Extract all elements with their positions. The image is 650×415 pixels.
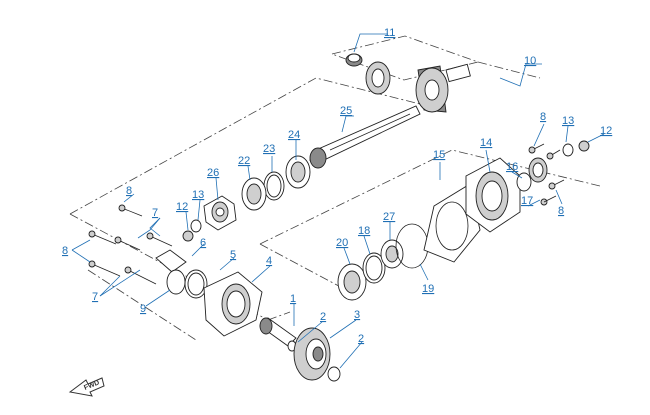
callout-23[interactable]: 23	[263, 143, 275, 155]
callout-22[interactable]: 22	[238, 155, 250, 167]
part-20-bearing	[337, 263, 367, 301]
callout-7-upper[interactable]: 7	[152, 207, 158, 219]
callout-18[interactable]: 18	[358, 225, 370, 237]
part-17-bolt	[540, 195, 557, 206]
part-5-o-ring	[184, 269, 208, 299]
callout-14[interactable]: 14	[480, 137, 492, 149]
callout-6[interactable]: 6	[200, 237, 206, 249]
callout-25[interactable]: 25	[340, 105, 352, 117]
part-23-snap-ring	[263, 171, 285, 201]
callout-11[interactable]: 11	[384, 27, 395, 39]
part-13-washer-left	[190, 219, 202, 233]
callout-17[interactable]: 17	[521, 195, 533, 207]
part-4-housing	[203, 271, 263, 337]
callout-20[interactable]: 20	[336, 237, 348, 249]
callout-leaders	[71, 33, 605, 369]
part-27-oil-seal	[380, 239, 404, 269]
part-12-bolt-right	[578, 140, 590, 152]
callout-2-lower[interactable]: 2	[358, 333, 364, 345]
callout-5[interactable]: 5	[230, 249, 236, 261]
part-1-pinion-shaft	[259, 317, 297, 347]
callout-8-top-left[interactable]: 8	[126, 185, 132, 197]
part-26-flange	[203, 195, 237, 231]
callout-8-right[interactable]: 8	[558, 205, 564, 217]
callout-9[interactable]: 9	[140, 303, 146, 315]
callout-15[interactable]: 15	[433, 149, 445, 161]
part-right-bearing	[528, 157, 548, 183]
callout-2-upper[interactable]: 2	[320, 311, 326, 323]
part-18-snap-ring	[362, 252, 386, 284]
part-14-cover	[465, 157, 521, 233]
part-6-bracket	[155, 249, 187, 273]
part-12-bolt-left	[182, 230, 194, 242]
callout-7-lower[interactable]: 7	[92, 291, 98, 303]
callout-24[interactable]: 24	[288, 129, 300, 141]
part-22-oil-seal	[241, 177, 267, 211]
part-10-bevel-gear-set	[365, 61, 471, 113]
part-16-seal	[516, 172, 532, 192]
callout-19[interactable]: 19	[422, 283, 434, 295]
callout-10[interactable]: 10	[524, 55, 536, 67]
callout-8-top-right[interactable]: 8	[540, 111, 546, 123]
callout-8-left[interactable]: 8	[62, 245, 68, 257]
forward-direction-arrow-icon: FWD	[68, 377, 105, 397]
part-24-bearing	[285, 147, 327, 189]
part-3-gear	[293, 327, 331, 381]
part-13-washer-right	[562, 143, 574, 157]
callout-13-right[interactable]: 13	[562, 115, 574, 127]
callout-1[interactable]: 1	[290, 293, 296, 305]
part-8-bolts-right	[528, 143, 565, 190]
callout-3[interactable]: 3	[354, 309, 360, 321]
callout-26[interactable]: 26	[207, 167, 219, 179]
callout-16[interactable]: 16	[506, 161, 518, 173]
callout-12-right[interactable]: 12	[600, 125, 612, 137]
part-11-nut	[345, 53, 363, 67]
callout-12-left[interactable]: 12	[176, 201, 188, 213]
part-2-washer-lower	[327, 366, 341, 382]
callout-27[interactable]: 27	[383, 211, 395, 223]
callout-labels: 11 10 25 24 23 22 26 13 12 8 7 8 7 6 5 9…	[62, 27, 612, 345]
part-7-8-bolts-left	[88, 204, 173, 285]
part-25-shaft	[309, 105, 421, 161]
part-9-gasket	[166, 269, 186, 295]
callout-4[interactable]: 4	[266, 255, 272, 267]
callout-13-left[interactable]: 13	[192, 189, 204, 201]
